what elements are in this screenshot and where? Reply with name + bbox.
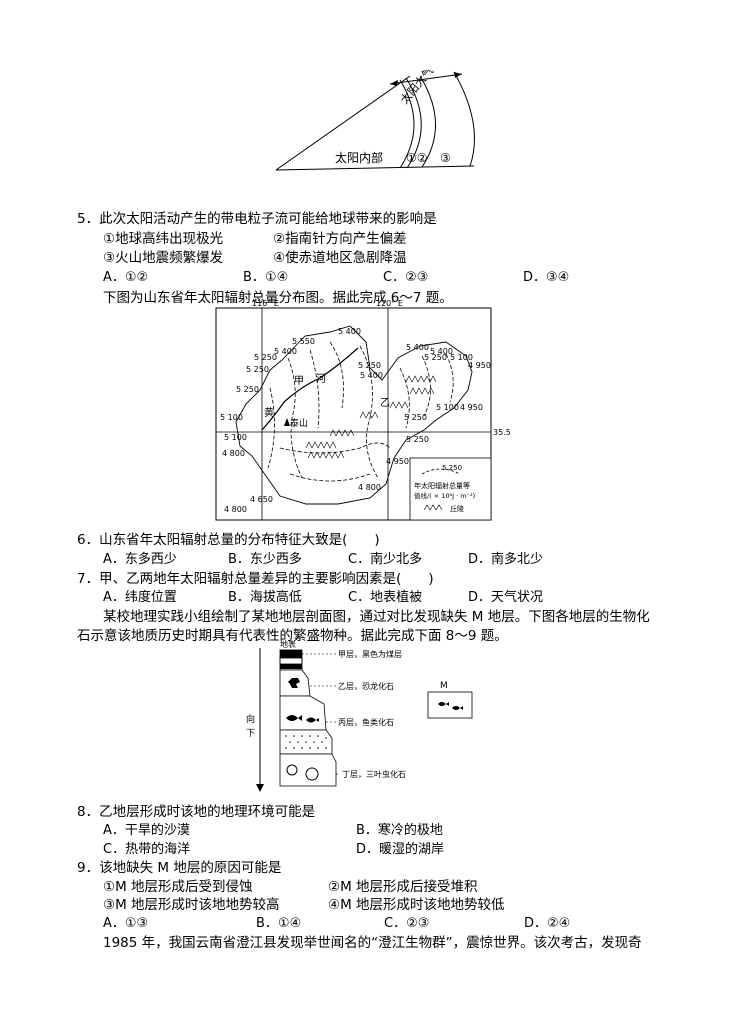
q9-option-a[interactable]: A．①③ bbox=[103, 916, 149, 931]
q8-option-b[interactable]: B．寒冷的极地 bbox=[356, 823, 443, 838]
fish-fossil-icon bbox=[286, 715, 302, 721]
q5-stem: 5．此次太阳活动产生的带电粒子流可能给地球带来的影响是 bbox=[77, 211, 437, 227]
place-jia: 甲 bbox=[294, 376, 304, 387]
layer-bing-label: 丙层，鱼类化石 bbox=[338, 717, 394, 727]
isoline-label: 5 100 bbox=[436, 403, 459, 412]
q9-option-d[interactable]: D．②④ bbox=[524, 916, 571, 931]
q7-option-b[interactable]: B．海拔高低 bbox=[228, 590, 302, 605]
isoline-label: 5 400 bbox=[360, 371, 383, 380]
q7-option-a[interactable]: A．纬度位置 bbox=[103, 590, 177, 605]
q6-option-c[interactable]: C．南少北多 bbox=[348, 552, 423, 567]
isoline-label: 5 250 bbox=[406, 435, 429, 444]
strata-profile-figure: 地表 向 下 甲层，黑色为煤层 乙层，恐龙化石 丙层，鱼类化石 丁层，三叶虫化石… bbox=[246, 639, 473, 792]
intro-8-9-line2: 石示意该地质历史时期具有代表性的繁盛物种。据此完成下面 8～9 题。 bbox=[77, 628, 508, 644]
q8-option-c[interactable]: C．热带的海洋 bbox=[103, 842, 191, 857]
isoline-label: 5 250 bbox=[424, 353, 447, 362]
surface-label: 地表 bbox=[280, 639, 296, 649]
place-yi: 乙 bbox=[380, 397, 390, 409]
isoline-label: 5 400 bbox=[406, 343, 429, 352]
q9-stem: 9．该地缺失 M 地层的原因可能是 bbox=[77, 860, 282, 876]
isoline-label: 5 250 bbox=[246, 365, 269, 374]
q8-option-d[interactable]: D．暖湿的湖岸 bbox=[356, 842, 445, 857]
q6-option-b[interactable]: B．东少西多 bbox=[228, 552, 302, 567]
isoline-label: 5 100 bbox=[224, 433, 247, 442]
lon-120-label: 120° E bbox=[376, 299, 403, 308]
isoline-label: 5 400 bbox=[338, 327, 361, 336]
m-layer-label: M bbox=[440, 681, 448, 691]
isoline-label: 4 800 bbox=[222, 449, 245, 458]
q5-option-c[interactable]: C．②③ bbox=[383, 270, 429, 285]
legend-text-line1: 年太阳辐射总量等 bbox=[414, 481, 470, 490]
q5-option-d[interactable]: D．③④ bbox=[523, 270, 570, 285]
legend-hill-icon bbox=[423, 504, 443, 511]
q5-option-a[interactable]: A．①② bbox=[103, 270, 149, 285]
map-legend bbox=[409, 457, 492, 521]
sun-layer-12: ①② bbox=[406, 151, 428, 165]
sun-layer-3: ③ bbox=[440, 151, 451, 165]
q9-item-4: ④M 地层形成时该地地势较低 bbox=[328, 897, 505, 913]
q5-option-b[interactable]: B．①④ bbox=[243, 270, 289, 285]
isoline-label: 4 950 bbox=[386, 457, 409, 466]
fish-fossil-icon bbox=[438, 702, 449, 706]
q9-item-2: ②M 地层形成后接受堆积 bbox=[328, 879, 478, 895]
isoline-label: 5 250 bbox=[254, 353, 277, 362]
isoline-label: 5 550 bbox=[292, 337, 315, 346]
q8-option-a[interactable]: A．干旱的沙漠 bbox=[103, 823, 190, 838]
fish-fossil-icon bbox=[452, 706, 463, 710]
isoline-label: 4 650 bbox=[250, 495, 273, 504]
isoline-label: 5 250 bbox=[236, 385, 259, 394]
legend-text-line2: 值线/( × 10⁶J · m⁻²) bbox=[414, 491, 475, 500]
sun-interior-label: 太阳内部 bbox=[335, 150, 383, 165]
q6-option-d[interactable]: D．南多北少 bbox=[468, 552, 544, 567]
isoline-label: 4 950 bbox=[460, 403, 483, 412]
trilobite-fossil-icon bbox=[286, 764, 298, 776]
sun-structure-figure: 太阳大气 太阳内部 ①② ③ bbox=[275, 70, 475, 171]
isoline-label: 5 100 bbox=[220, 413, 243, 422]
q5-item-4: ④使赤道地区急剧降温 bbox=[273, 250, 407, 266]
lon-116-label: 116° E bbox=[252, 299, 279, 308]
sun-atmosphere-label: 太阳大气 bbox=[397, 70, 436, 107]
isoline-label: 4 800 bbox=[358, 483, 381, 492]
layer-ding-label: 丁层，三叶虫化石 bbox=[342, 769, 406, 779]
last-paragraph: 1985 年，我国云南省澄江县发现举世闻名的“澄江生物群”，震惊世界。该次考古，… bbox=[103, 935, 642, 951]
river-label-huang: 黄 bbox=[264, 406, 274, 419]
layer-yi-label: 乙层，恐龙化石 bbox=[338, 681, 394, 691]
arrow-label-xiang: 向 bbox=[246, 713, 255, 725]
taishan-label: 泰山 bbox=[290, 417, 308, 429]
arrow-label-xia: 下 bbox=[246, 729, 255, 739]
q5-item-2: ②指南针方向产生偏差 bbox=[273, 231, 407, 247]
isoline-label: 5 400 bbox=[274, 347, 297, 356]
q9-item-3: ③M 地层形成时该地地势较高 bbox=[103, 897, 280, 913]
mountain-peak-icon bbox=[284, 418, 290, 426]
q7-option-d[interactable]: D．天气状况 bbox=[468, 590, 544, 605]
isoline-label: 4 800 bbox=[224, 505, 247, 514]
q5-item-1: ①地球高纬出现极光 bbox=[103, 231, 224, 247]
isoline-label: 5 100 bbox=[450, 353, 473, 362]
q8-stem: 8．乙地层形成时该地的地理环境可能是 bbox=[77, 804, 316, 820]
dinosaur-fossil-icon bbox=[288, 678, 300, 688]
layer-jia-label: 甲层，黑色为煤层 bbox=[338, 649, 402, 659]
legend-isoline-value: 5 250 bbox=[442, 464, 462, 472]
trilobite-fossil-icon bbox=[305, 767, 319, 781]
shandong-radiation-map: 116° E 120° E 35.5° N 5 400 5 550 5 400 bbox=[215, 299, 510, 521]
q7-stem: 7．甲、乙两地年太阳辐射总量差异的主要影响因素是( ) bbox=[77, 571, 434, 587]
q6-option-a[interactable]: A．东多西少 bbox=[103, 552, 177, 567]
q9-item-1: ①M 地层形成后受到侵蚀 bbox=[103, 879, 253, 895]
isoline-label: 5 250 bbox=[404, 413, 427, 422]
q9-option-c[interactable]: C．②③ bbox=[384, 916, 430, 931]
q9-option-b[interactable]: B．①④ bbox=[256, 916, 302, 931]
isoline-label: 5 250 bbox=[358, 361, 381, 370]
intro-6-7: 下图为山东省年太阳辐射总量分布图。据此完成 6～7 题。 bbox=[103, 290, 453, 306]
legend-hill-label: 丘陵 bbox=[450, 504, 464, 513]
q5-item-3: ③火山地震频繁爆发 bbox=[103, 250, 224, 266]
fish-fossil-icon bbox=[306, 717, 319, 723]
m-layer-box bbox=[427, 691, 473, 719]
isoline-label: 5 400 bbox=[430, 347, 453, 356]
lat-label: 35.5° N bbox=[493, 428, 510, 437]
river-label-he: 河 bbox=[316, 373, 326, 385]
q7-option-c[interactable]: C．地表植被 bbox=[348, 590, 423, 605]
intro-8-9-line1: 某校地理实践小组绘制了某地地层剖面图，通过对比发现缺失 M 地层。下图各地层的生… bbox=[103, 609, 650, 625]
q6-stem: 6．山东省年太阳辐射总量的分布特征大致是( ) bbox=[77, 532, 380, 548]
isoline-label: 4 950 bbox=[468, 361, 491, 370]
